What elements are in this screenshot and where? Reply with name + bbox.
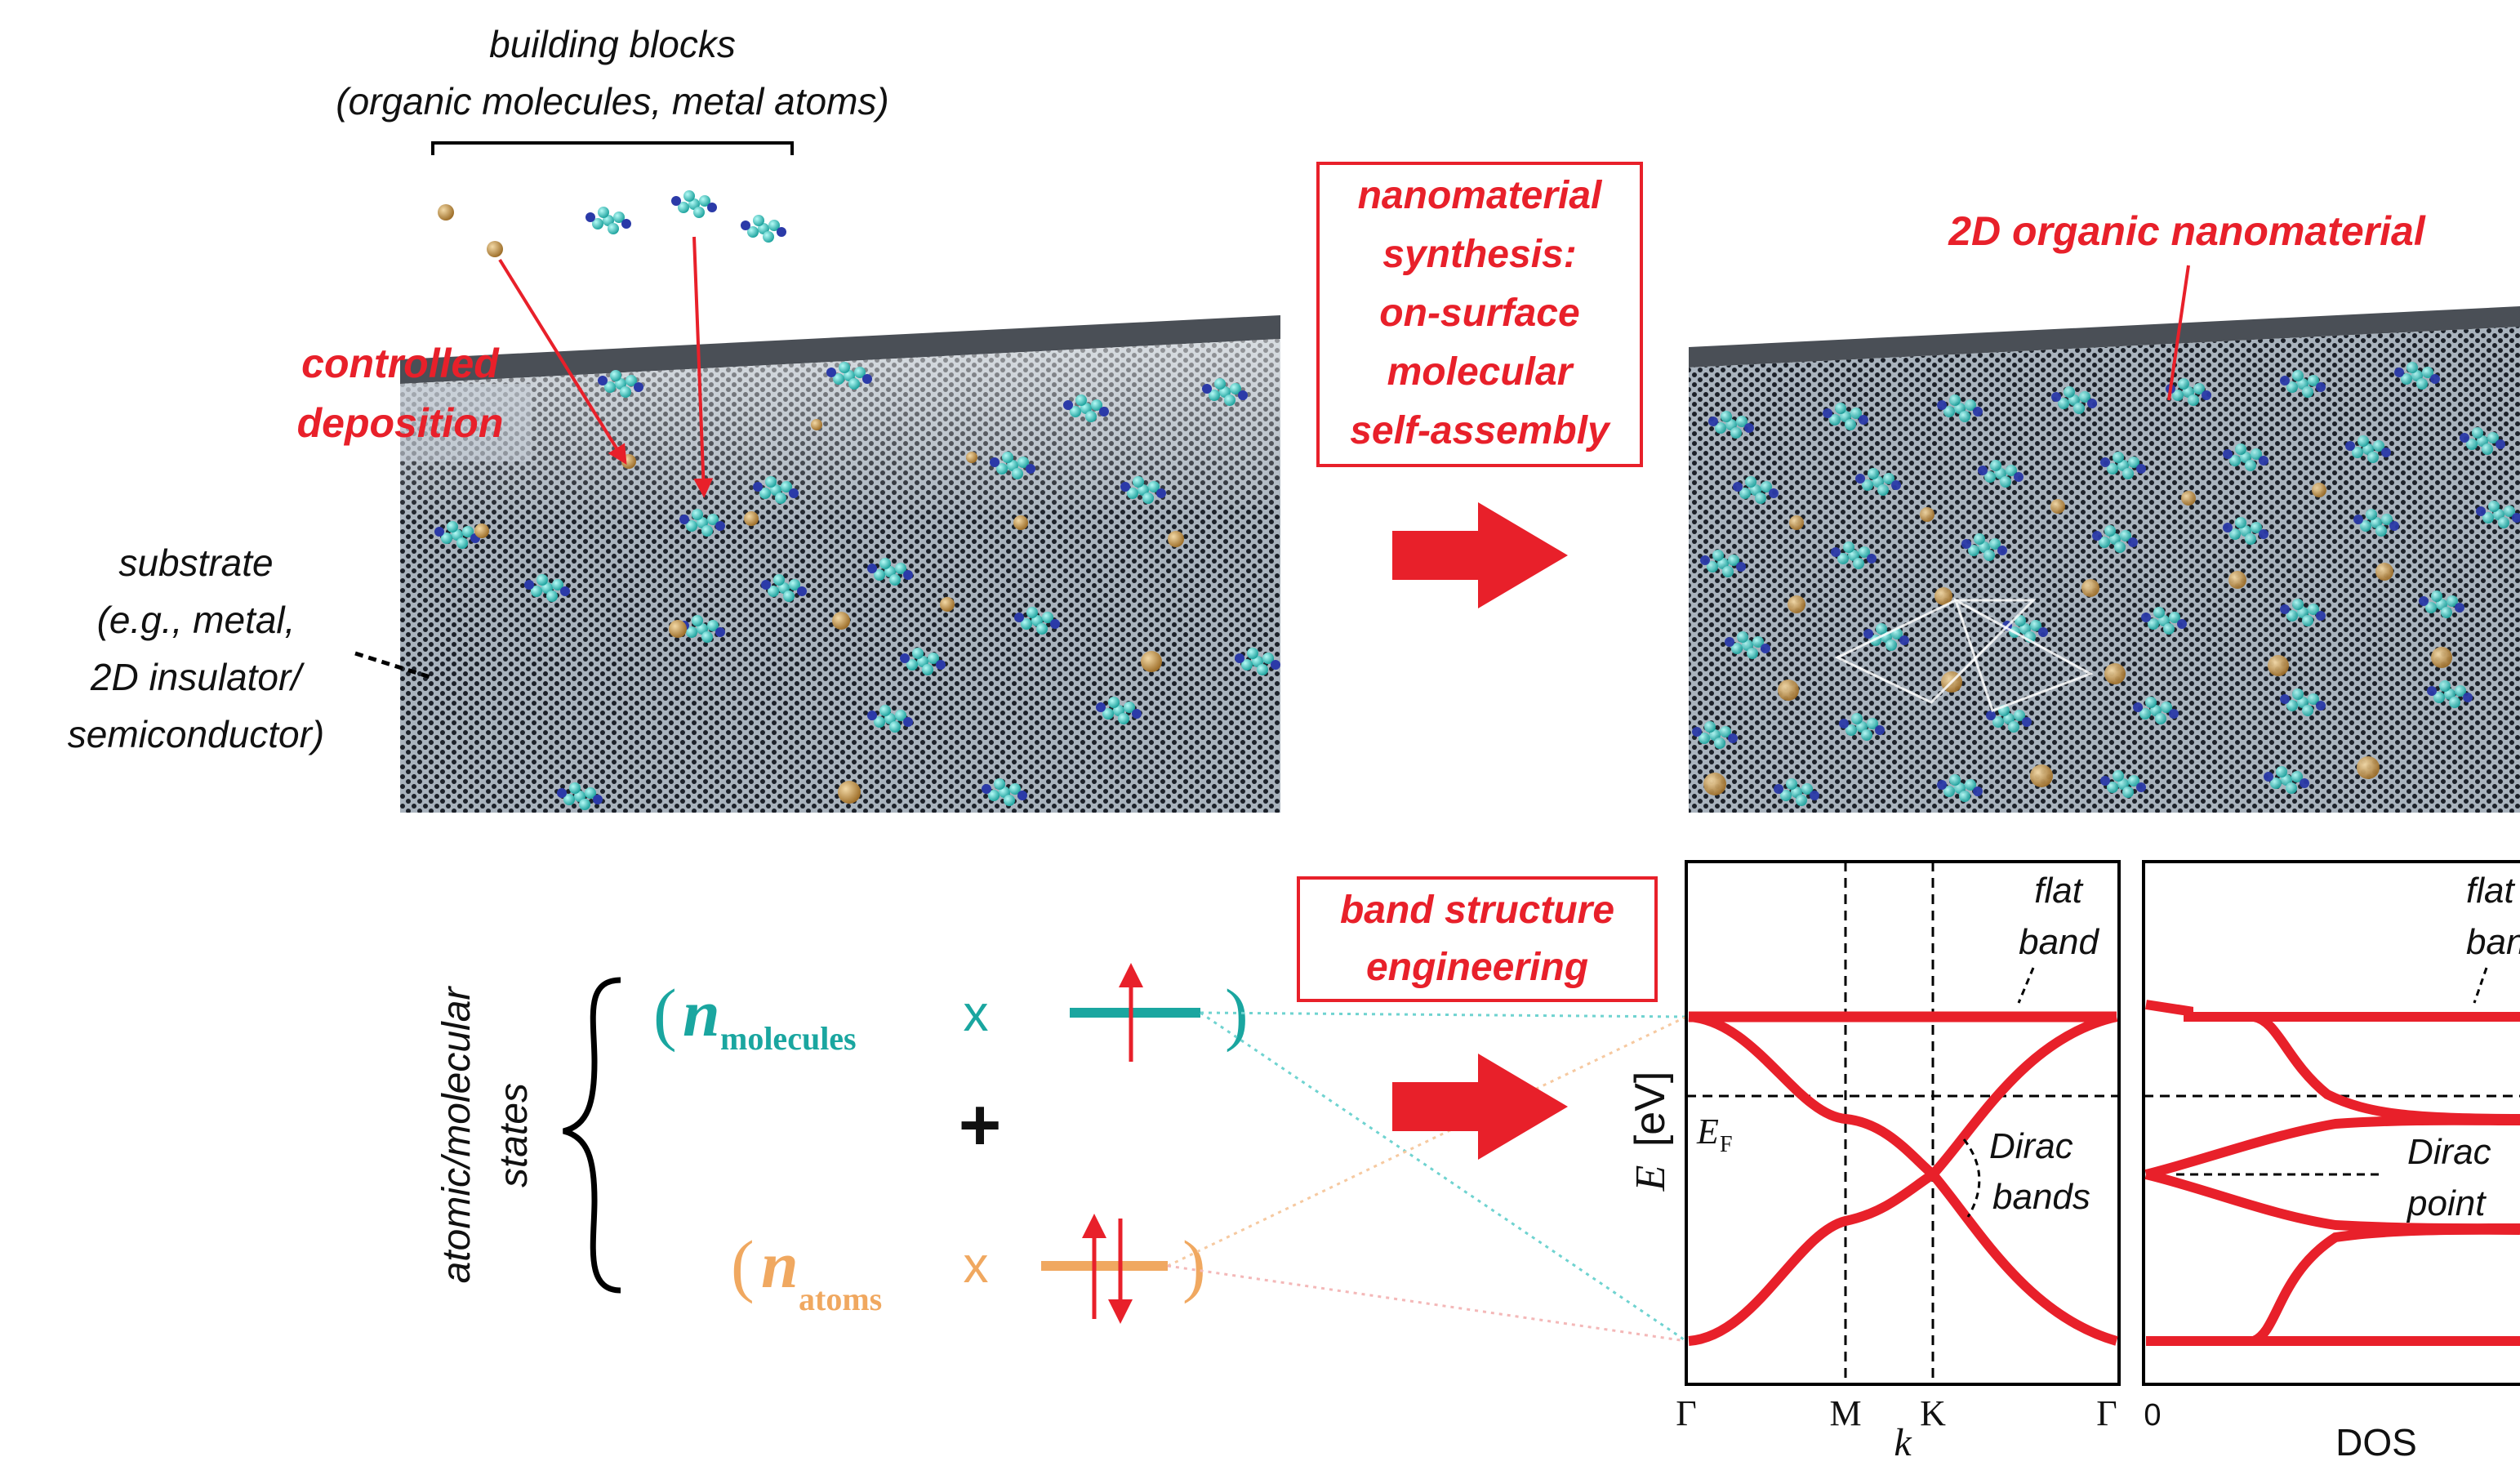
atoms-n: n — [761, 1228, 799, 1302]
states-label-1: atomic/molecular — [435, 986, 479, 1284]
dos-flat-label-2: band — [2466, 922, 2520, 962]
synthesis-line-1: nanomaterial — [1358, 174, 1603, 217]
substrate-label: substrate (e.g., metal, 2D insulator/ se… — [68, 541, 434, 755]
lower-dirac-band — [1688, 1168, 2118, 1346]
dos-xlabel: DOS — [2335, 1421, 2417, 1457]
dirac-bands-label-2: bands — [1992, 1177, 2090, 1217]
building-blocks-bracket — [431, 141, 794, 257]
synthesis-arrow — [1392, 502, 1568, 608]
band-box-line-2: engineering — [1366, 946, 1588, 989]
atoms-subscript: atoms — [799, 1281, 882, 1317]
deposited-species — [434, 362, 1280, 810]
kagome-unit-cell-2 — [1953, 597, 2094, 712]
dirac-point-label-2: point — [2406, 1183, 2487, 1223]
substrate-line-4: semiconductor) — [68, 713, 324, 755]
building-blocks-subtitle: (organic molecules, metal atoms) — [336, 80, 888, 123]
band-flat-label-2: band — [2019, 922, 2099, 962]
atoms-times: x — [964, 1237, 989, 1294]
band-flat-label-1: flat — [2034, 871, 2083, 911]
atoms-open-paren: ( — [731, 1226, 755, 1304]
molecules-close-paren: ) — [1225, 974, 1249, 1053]
dos-curve — [2144, 1000, 2520, 1346]
flat-band-callout: flat band — [2017, 871, 2100, 1004]
nanomaterial-lattice — [1692, 362, 2520, 806]
substrate-line-3: 2D insulator/ — [90, 656, 305, 698]
synthesis-line-5: self-assembly — [1350, 409, 1611, 452]
x-tick-m: M — [1829, 1393, 1861, 1433]
deposition-arrows — [498, 236, 714, 498]
ylabel-symbol: E — [1627, 1165, 1674, 1192]
substrate-panel — [400, 315, 1280, 813]
dos-flat-label-1: flat — [2466, 871, 2515, 911]
band-structure-plot: flat band Dirac bands E F E [eV] Γ M K Γ… — [1627, 860, 2121, 1457]
dirac-point-label-1: Dirac — [2407, 1132, 2491, 1172]
substrate-line-1: substrate — [118, 541, 273, 584]
fermi-symbol: E — [1696, 1112, 1719, 1152]
synthesis-box: nanomaterial synthesis: on-surface molec… — [1316, 162, 1643, 467]
nanomaterial-label: 2D organic nanomaterial — [1948, 208, 2426, 254]
dirac-bands-label-1: Dirac — [1989, 1126, 2073, 1166]
fermi-subscript: F — [1720, 1132, 1733, 1157]
curly-brace — [563, 977, 621, 1294]
states-label-2: states — [492, 1083, 536, 1187]
states-vertical-label: atomic/molecular states — [435, 986, 536, 1284]
nanomaterial-panel — [1689, 265, 2520, 813]
band-y-axis-label: E [eV] — [1627, 1072, 1674, 1192]
band-xlabel: k — [1894, 1421, 1912, 1457]
dirac-point-callout: Dirac point — [2176, 1132, 2491, 1223]
dirac-bands-callout: Dirac bands — [1962, 1126, 2090, 1218]
molecules-n: n — [683, 976, 720, 1050]
molecules-subscript: molecules — [720, 1020, 857, 1057]
molecules-term: ( n molecules x ) — [653, 963, 1249, 1062]
deposition-label-2: deposition — [297, 400, 504, 446]
synthesis-line-3: on-surface — [1379, 292, 1579, 335]
dos-plot: flat band Dirac point 0 DOS — [2142, 860, 2520, 1457]
building-blocks-title: building blocks — [489, 23, 736, 65]
deposition-label-1: controlled — [301, 341, 500, 386]
x-tick-k: K — [1920, 1393, 1946, 1433]
dos-x-tick-0: 0 — [2144, 1398, 2161, 1432]
atoms-term: ( n atoms x ) — [731, 1214, 1206, 1324]
molecules-open-paren: ( — [653, 974, 677, 1053]
connector-lines — [1167, 1011, 1687, 1343]
atoms-close-paren: ) — [1182, 1226, 1206, 1304]
fermi-label: E F — [1696, 1112, 1733, 1157]
band-box-line-1: band structure — [1340, 889, 1614, 932]
band-arrow — [1392, 1054, 1568, 1160]
band-engineering-box: band structure engineering — [1297, 876, 1658, 1002]
x-tick-gamma-left: Γ — [1676, 1393, 1696, 1433]
plus-sign: + — [959, 1085, 1002, 1166]
upper-dirac-band — [1688, 1012, 2118, 1182]
substrate-line-2: (e.g., metal, — [97, 599, 296, 641]
synthesis-line-2: synthesis: — [1382, 233, 1576, 276]
svg-text:E [eV]: E [eV] — [1627, 1072, 1674, 1192]
x-tick-gamma-right: Γ — [2096, 1393, 2117, 1433]
dos-flat-band-callout: flat band — [2466, 871, 2520, 1004]
kagome-unit-cell — [1834, 599, 2037, 704]
molecules-times: x — [964, 986, 989, 1042]
ylabel-unit: [eV] — [1627, 1072, 1674, 1147]
synthesis-line-4: molecular — [1387, 350, 1574, 394]
